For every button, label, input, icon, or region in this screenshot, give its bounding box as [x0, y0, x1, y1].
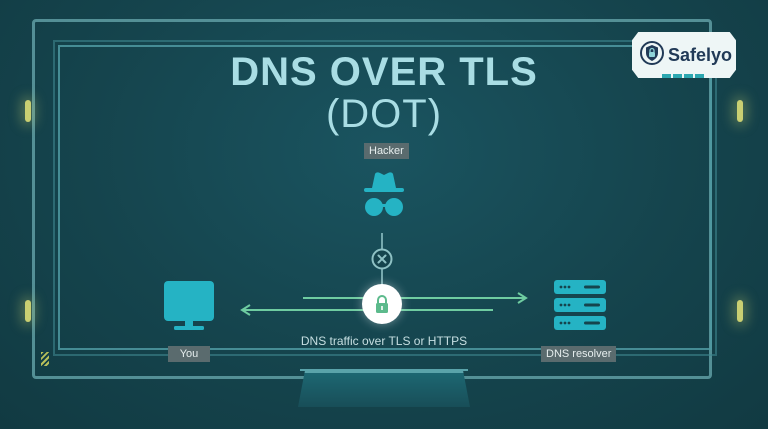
bottom-tab-line [300, 369, 468, 371]
frame-light-right-bottom [737, 300, 743, 322]
frame-light-left-top [25, 100, 31, 122]
incognito-hat-glasses-icon [364, 172, 404, 216]
logo-accent-bar [662, 74, 706, 78]
hacker-label: Hacker [364, 143, 409, 159]
frame-light-right-top [737, 100, 743, 122]
traffic-caption: DNS traffic over TLS or HTTPS [300, 334, 468, 348]
padlock-icon [376, 295, 388, 313]
shield-lock-icon [640, 40, 664, 70]
monitor-icon [164, 281, 214, 330]
safelyo-logo: Safelyo [632, 32, 736, 78]
dns-resolver-label: DNS resolver [541, 346, 617, 362]
frame-stripes [41, 352, 49, 366]
page-title: DNS OVER TLS [230, 50, 538, 94]
frame-light-left-bottom [25, 300, 31, 322]
x-circle-icon [371, 248, 393, 270]
server-stack-icon [554, 280, 606, 330]
bottom-tab [298, 371, 470, 407]
you-label: You [168, 346, 210, 362]
frame-middle [53, 40, 717, 356]
logo-text: Safelyo [668, 44, 733, 65]
page-subtitle: (DOT) [325, 92, 443, 136]
frame-inner [58, 45, 712, 350]
